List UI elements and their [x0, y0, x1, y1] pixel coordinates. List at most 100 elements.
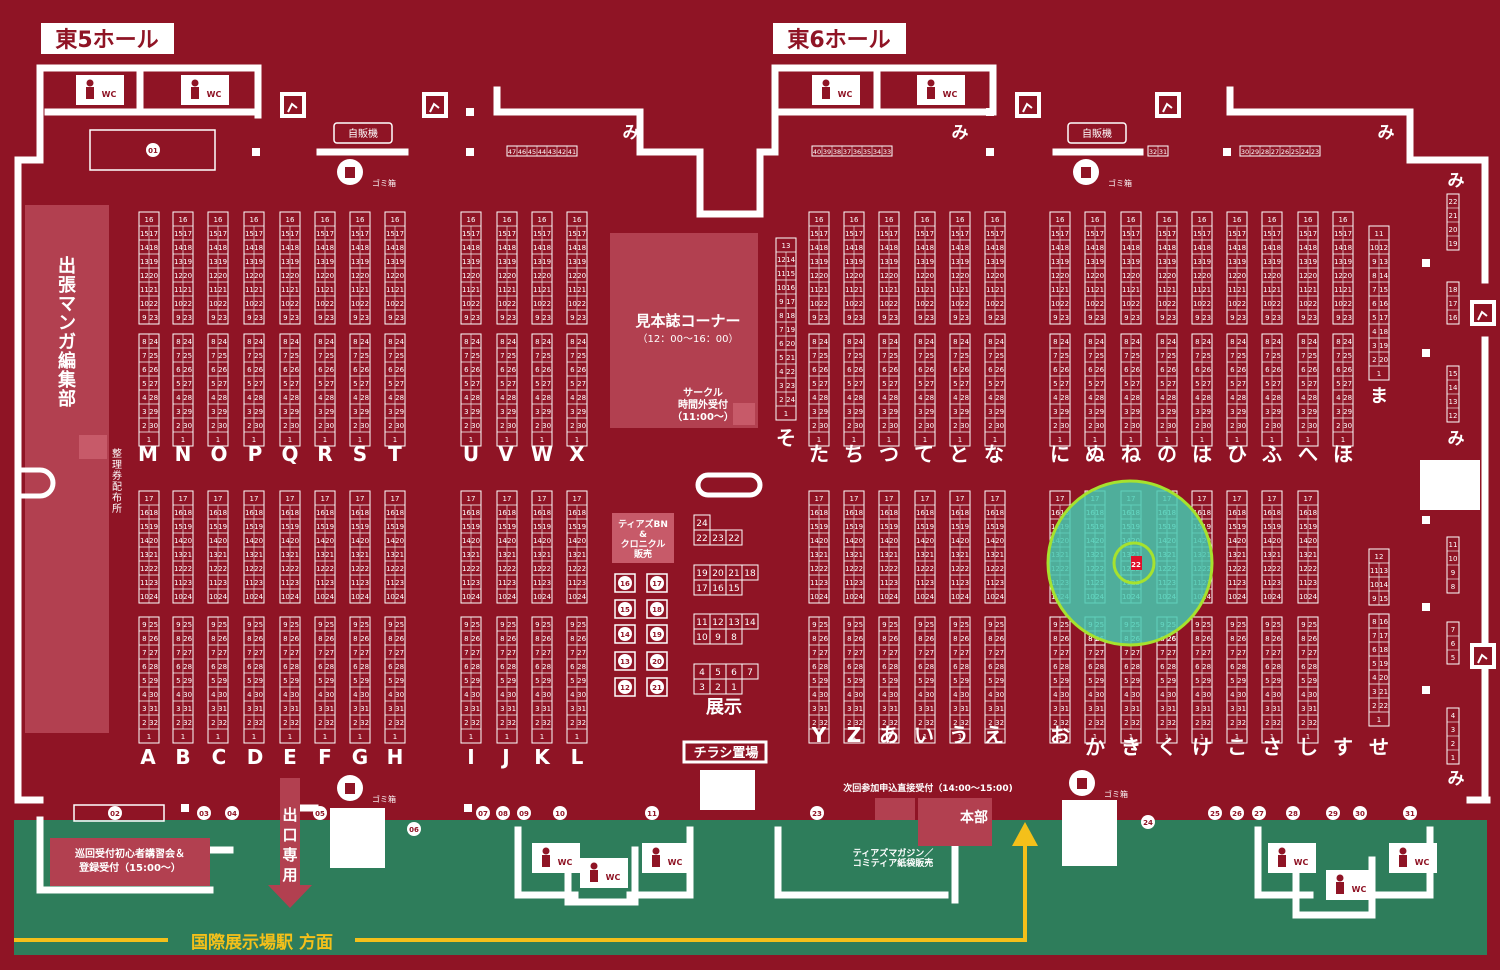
highlighted-space[interactable]: 22き — [1046, 479, 1214, 759]
seat-number: 6 — [882, 366, 887, 374]
seat-number: 14 — [386, 244, 395, 252]
seat-number: 20 — [854, 537, 863, 545]
seat-number: 29 — [1308, 677, 1317, 685]
seat-number: 18 — [507, 509, 516, 517]
seat-number: 4 — [882, 394, 887, 402]
seat-number: 3 — [1053, 705, 1057, 713]
seat-number: 21 — [218, 286, 227, 294]
seat-number: 19 — [1272, 258, 1281, 266]
seat-number: 1 — [252, 733, 256, 741]
highlight-seat[interactable] — [1131, 556, 1142, 570]
seat-number: 14 — [1051, 244, 1060, 252]
seat-number: 27 — [183, 649, 192, 657]
seat-number: 16 — [1163, 216, 1172, 224]
seat-number: 5 — [953, 380, 957, 388]
seat-number: 21 — [819, 286, 828, 294]
seat-number: 10 — [140, 593, 149, 601]
seat-number: 23 — [395, 314, 404, 322]
seat-number: 20 — [471, 272, 480, 280]
block-outline — [775, 237, 797, 421]
seat-number: 13 — [281, 258, 290, 266]
seat-number: 26 — [395, 635, 404, 643]
seat-number: 25 — [995, 621, 1004, 629]
seat-number: 10 — [209, 300, 218, 308]
seat-number: 24 — [507, 338, 516, 346]
seat-number: 16 — [174, 509, 183, 517]
seat-number: 13 — [316, 258, 325, 266]
seat-number: 31 — [254, 705, 263, 713]
seat-number: 8 — [1265, 635, 1269, 643]
seat-number: 29 — [183, 408, 192, 416]
seat-number: 23 — [1167, 314, 1176, 322]
wall-label-mi: み — [1448, 171, 1465, 191]
seat-number: 28 — [254, 663, 263, 671]
seat-number: 8 — [283, 338, 287, 346]
seat-number: 10 — [568, 300, 577, 308]
seat-number: 11 — [281, 579, 290, 587]
seat-number: 11 — [209, 579, 218, 587]
exhibit-number: 4 — [699, 668, 705, 678]
block-label: さ — [1262, 735, 1282, 759]
seat-number: 29 — [149, 408, 158, 416]
seat-number: 12 — [1228, 565, 1237, 573]
seat-number: 18 — [1379, 646, 1388, 654]
highlight-ring[interactable] — [1112, 541, 1156, 585]
seat-number: 26 — [183, 635, 192, 643]
seat-number: 12 — [1122, 272, 1131, 280]
seat-number: 3 — [988, 408, 992, 416]
seat-number: 9 — [1230, 314, 1234, 322]
seat-number: 19 — [254, 523, 263, 531]
seat-number: 30 — [290, 422, 299, 430]
seat-number: 19 — [395, 258, 404, 266]
manga-dept-label: 集 — [57, 369, 77, 391]
wall-seat-number: 28 — [1261, 148, 1269, 156]
flyer-label: チラシ置場 — [694, 745, 759, 761]
seat-number: 13 — [1086, 258, 1095, 266]
seat-number: 22 — [1272, 300, 1281, 308]
seat-number: 18 — [960, 509, 969, 517]
seat-number: 24 — [395, 593, 404, 601]
seat-number: 4 — [1053, 691, 1058, 699]
wall-seat-number: 45 — [528, 148, 536, 156]
seat-number: 18 — [995, 509, 1004, 517]
seat-number: 2 — [988, 719, 992, 727]
seat-number: 2 — [1265, 719, 1269, 727]
seat-number: 7 — [570, 352, 574, 360]
wall-stub — [1422, 603, 1430, 611]
seat-number: 3 — [1372, 342, 1376, 350]
seat-number: 6 — [988, 366, 993, 374]
seat-number: 19 — [889, 523, 898, 531]
seat-number: 23 — [925, 314, 934, 322]
wall-seat-number: 9 — [1451, 569, 1455, 577]
highlight-zone[interactable] — [1046, 479, 1214, 647]
seat-number: 23 — [1272, 314, 1281, 322]
booth-number: 23 — [812, 810, 822, 818]
seat-number: 11 — [777, 270, 786, 278]
seat-number: 13 — [1228, 551, 1237, 559]
seat-number: 28 — [1060, 394, 1069, 402]
seat-number: 6 — [1230, 663, 1235, 671]
seat-number: 16 — [986, 509, 995, 517]
booth-number: 04 — [227, 810, 237, 818]
seat-number: 24 — [360, 593, 369, 601]
ticket-booth — [79, 435, 107, 459]
seat-number: 5 — [176, 380, 180, 388]
wc-label: WC — [207, 90, 222, 99]
seat-number: 23 — [889, 314, 898, 322]
seat-number: 10 — [281, 300, 290, 308]
seat-number: 3 — [1301, 705, 1305, 713]
booth-badge — [1286, 806, 1300, 820]
seat-number: 6 — [535, 663, 540, 671]
seat-number: 6 — [570, 663, 575, 671]
seat-number: 14 — [880, 244, 889, 252]
seat-number: 23 — [183, 579, 192, 587]
seat-number: 18 — [995, 244, 1004, 252]
seat-number: 5 — [1124, 677, 1128, 685]
booth-badge — [1141, 815, 1155, 829]
seat-number: 13 — [245, 258, 254, 266]
seat-number: 28 — [1237, 663, 1246, 671]
ticket-dist-label: 配 — [112, 481, 122, 493]
